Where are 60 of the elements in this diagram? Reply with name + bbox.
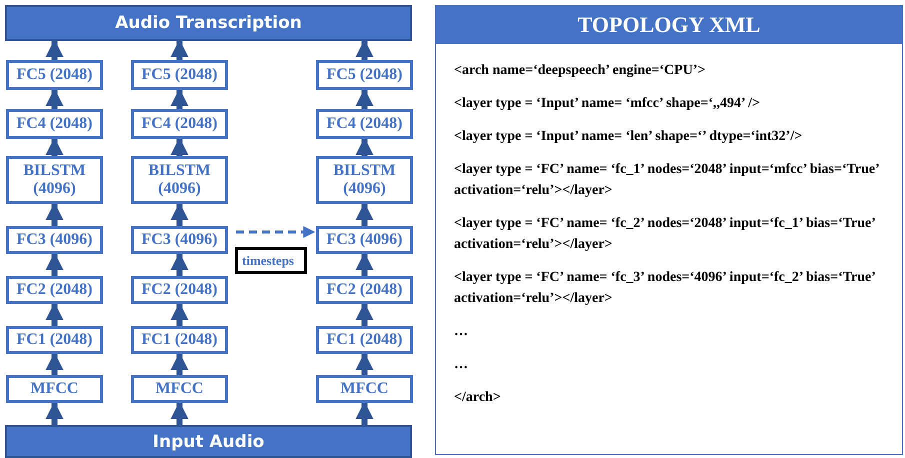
code-line: <layer type = ‘FC’ name= ‘fc_2’ nodes=‘2048’ input=‘fc_1’ bias=‘True’ activation=‘relu’></layer> xyxy=(454,215,876,254)
arrow xyxy=(46,352,64,375)
layer-box: FC4 (2048) xyxy=(131,109,228,139)
layer-box: MFCC xyxy=(6,375,103,403)
title-band: Audio Transcription xyxy=(5,5,412,41)
layer-box: FC4 (2048) xyxy=(316,109,413,139)
layer-box: FC5 (2048) xyxy=(316,60,413,90)
layer-box: FC1 (2048) xyxy=(316,326,413,354)
layer-box: FC2 (2048) xyxy=(6,276,103,304)
layer-box: BILSTM (4096) xyxy=(6,156,103,204)
arrow xyxy=(46,302,64,326)
arrow xyxy=(170,39,188,60)
arrow xyxy=(356,202,374,226)
code-line: … xyxy=(454,356,469,374)
arrow xyxy=(46,202,64,226)
code-line: <arch name=‘deepspeech’ engine=‘CPU’> xyxy=(454,62,706,80)
layer-box: FC1 (2048) xyxy=(131,326,228,354)
arrow xyxy=(170,202,188,226)
arrow xyxy=(170,252,188,276)
arrow xyxy=(46,137,64,156)
layer-box: FC1 (2048) xyxy=(6,326,103,354)
layer-box: FC3 (4096) xyxy=(316,226,413,254)
arrow xyxy=(356,302,374,326)
arrow xyxy=(170,137,188,156)
code-line: <layer type = ‘Input’ name= ‘mfcc’ shape=‘,,494’ /> xyxy=(454,95,761,113)
layer-box: FC2 (2048) xyxy=(131,276,228,304)
arrow xyxy=(46,39,64,60)
layer-box: BILSTM (4096) xyxy=(131,156,228,204)
arrow xyxy=(356,401,374,425)
layer-box: FC5 (2048) xyxy=(131,60,228,90)
note-box: timesteps xyxy=(235,247,307,274)
arrow xyxy=(170,88,188,109)
arrow xyxy=(170,352,188,375)
arrow xyxy=(356,252,374,276)
arrow xyxy=(46,88,64,109)
layer-box: MFCC xyxy=(131,375,228,403)
title-band: Input Audio xyxy=(5,425,412,458)
arrow xyxy=(170,302,188,326)
code-line: … xyxy=(454,323,469,341)
arrow xyxy=(236,226,316,238)
arrow xyxy=(46,401,64,425)
code-line: </arch> xyxy=(454,389,502,407)
arrow xyxy=(356,88,374,109)
code-line: <layer type = ‘FC’ name= ‘fc_1’ nodes=‘2048’ input=‘mfcc’ bias=‘True’ activation=‘relu’></layer> xyxy=(454,161,880,200)
layer-box: FC5 (2048) xyxy=(6,60,103,90)
arrow xyxy=(356,39,374,60)
layer-box: FC4 (2048) xyxy=(6,109,103,139)
code-panel xyxy=(435,5,903,455)
layer-box: MFCC xyxy=(316,375,413,403)
layer-box: FC3 (4096) xyxy=(131,226,228,254)
arrow xyxy=(356,352,374,375)
arrow xyxy=(46,252,64,276)
arrow xyxy=(356,137,374,156)
arrow xyxy=(170,401,188,425)
layer-box: FC2 (2048) xyxy=(316,276,413,304)
layer-box: FC3 (4096) xyxy=(6,226,103,254)
layer-box: BILSTM (4096) xyxy=(316,156,413,204)
code-line: <layer type = ‘Input’ name= ‘len’ shape=‘’ dtype=‘int32’/> xyxy=(454,128,804,146)
code-line: <layer type = ‘FC’ name= ‘fc_3’ nodes=‘4096’ input=‘fc_2’ bias=‘True’ activation=‘relu’></layer> xyxy=(454,269,876,308)
panel-heading: TOPOLOGY XML xyxy=(436,6,902,44)
